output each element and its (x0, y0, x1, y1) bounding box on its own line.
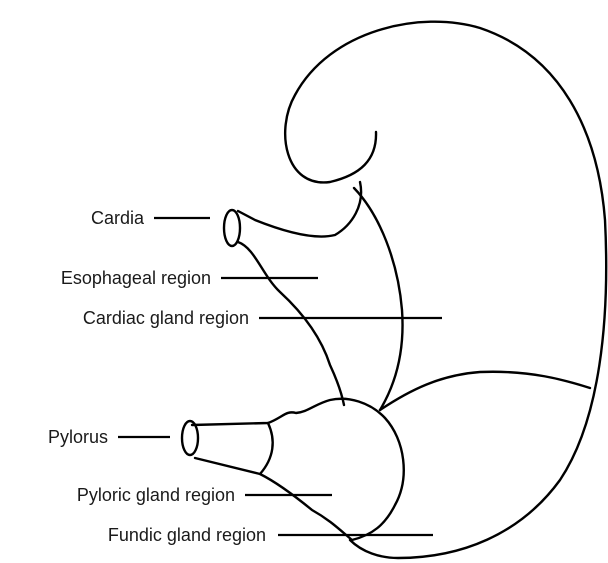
cardia-label: Cardia (91, 208, 145, 228)
cardiac-fundic-boundary (380, 372, 590, 410)
fundic-gland-region-label: Fundic gland region (108, 525, 266, 545)
pyloric-region-outline (192, 399, 404, 540)
pyloric-gland-region-label: Pyloric gland region (77, 485, 235, 505)
esophageal-cardiac-boundary (354, 188, 403, 410)
stomach-outer-outline (285, 22, 606, 558)
esophageal-region-label: Esophageal region (61, 268, 211, 288)
esophageal-region-outline (238, 182, 361, 237)
esophageal-region-lower-outline (238, 242, 344, 405)
cardiac-gland-region-label: Cardiac gland region (83, 308, 249, 328)
cardia-opening (224, 210, 240, 246)
pylorus-opening (182, 421, 198, 455)
pyloric-canal-divider (260, 423, 273, 474)
pylorus-label: Pylorus (48, 427, 108, 447)
